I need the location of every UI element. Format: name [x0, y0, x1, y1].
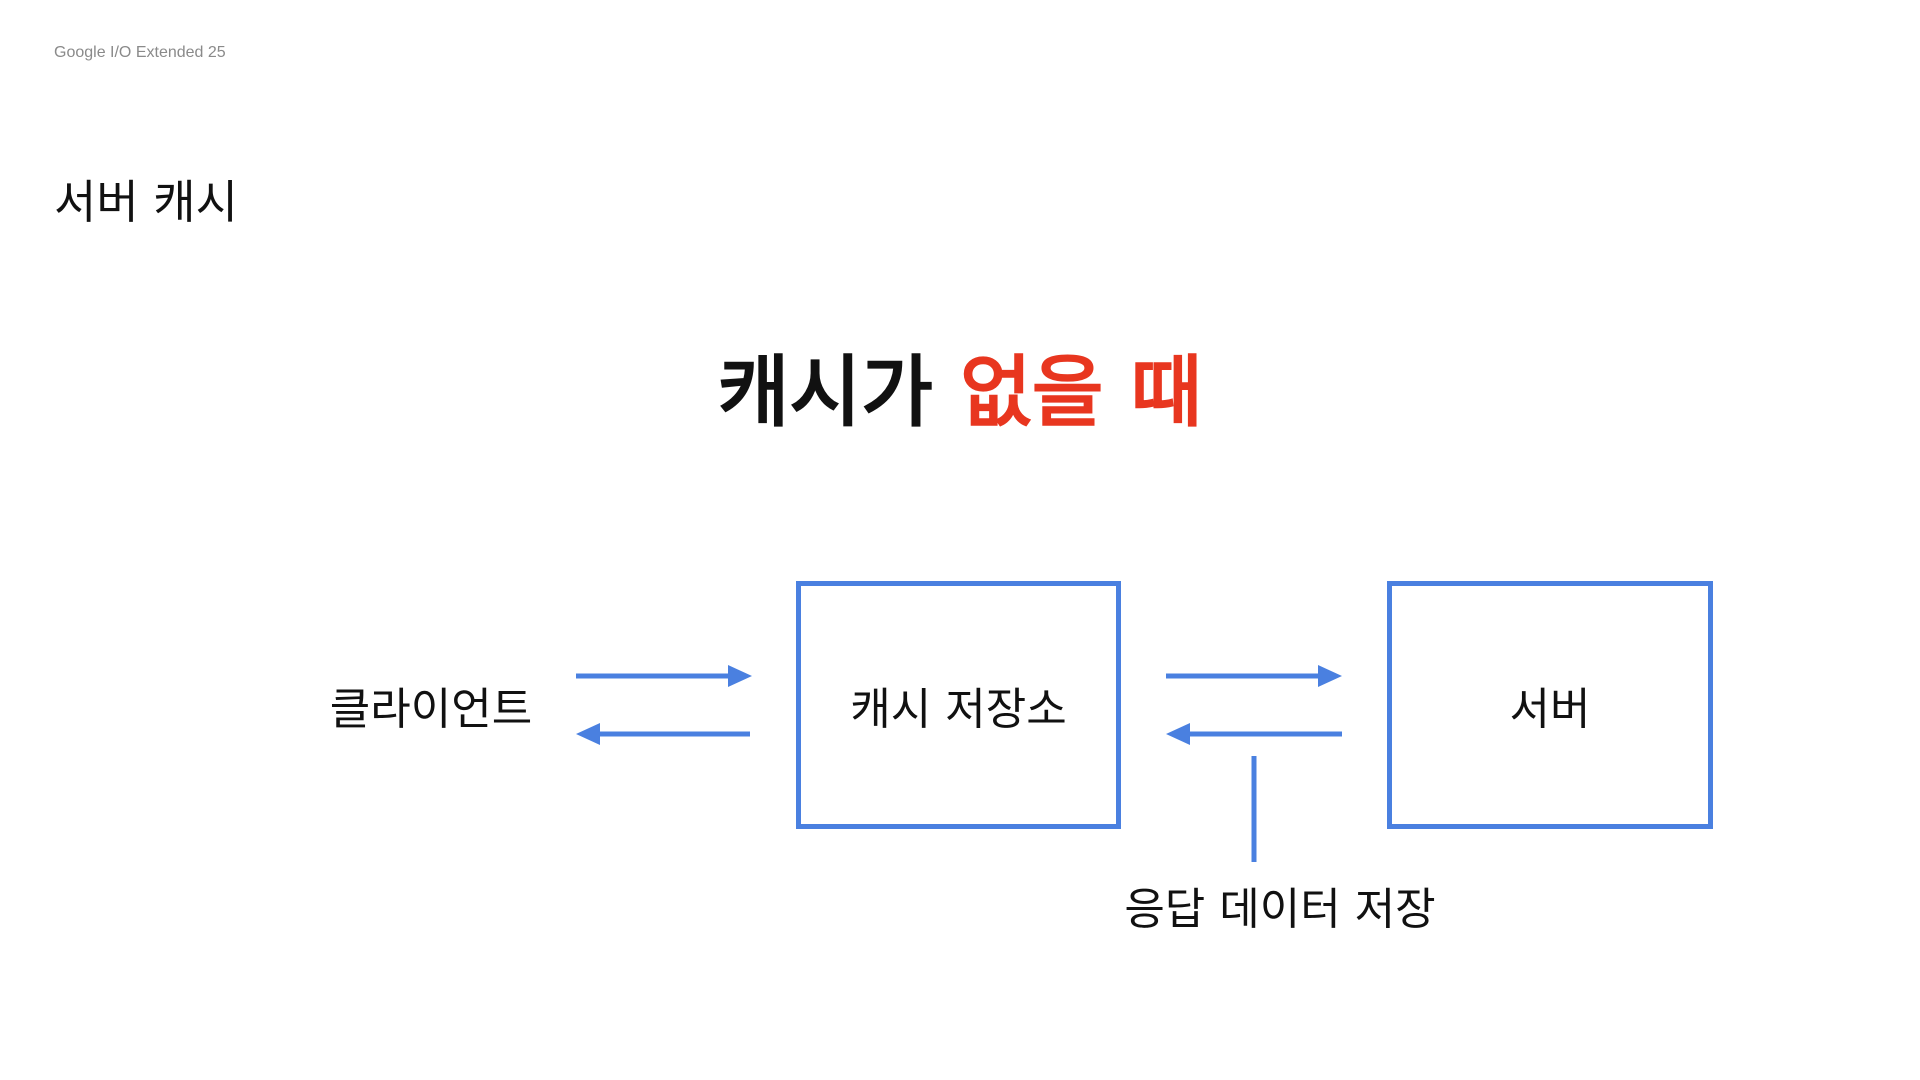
headline: 캐시가 없을 때: [0, 330, 1920, 442]
arrowhead-server-to-cache: [1166, 723, 1190, 745]
server-label: 서버: [1509, 684, 1591, 735]
store-response-note: 응답 데이터 저장: [1124, 884, 1436, 935]
slide-title: 서버 캐시: [54, 175, 238, 229]
event-label: Google I/O Extended 25: [54, 44, 226, 61]
arrowhead-cache-to-server: [1318, 665, 1342, 687]
server-box: 서버: [1387, 581, 1713, 829]
headline-accent: 없을 때: [960, 348, 1203, 438]
cache-storage-label: 캐시 저장소: [850, 684, 1067, 735]
arrowhead-cache-to-client: [576, 723, 600, 745]
arrowhead-client-to-cache: [728, 665, 752, 687]
client-label: 클라이언트: [329, 684, 533, 735]
cache-storage-box: 캐시 저장소: [796, 581, 1121, 829]
headline-main: 캐시가: [717, 348, 960, 438]
